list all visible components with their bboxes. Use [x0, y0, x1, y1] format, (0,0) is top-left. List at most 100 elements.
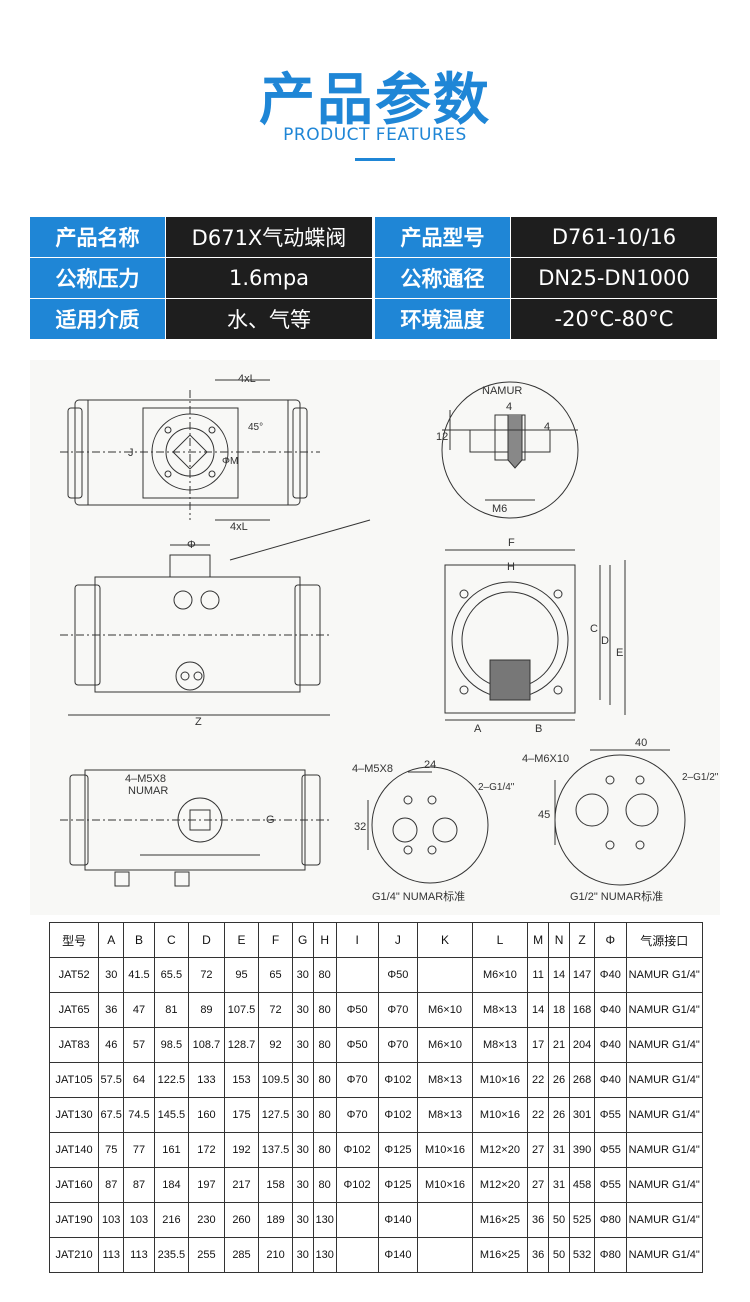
dim-45: 45	[538, 809, 550, 821]
table-cell: 87	[123, 1167, 155, 1203]
table-cell: 458	[568, 1167, 596, 1203]
table-cell: 103	[123, 1202, 155, 1238]
table-cell: 80	[312, 1132, 337, 1168]
table-cell: 30	[291, 992, 314, 1028]
table-cell: 210	[258, 1237, 293, 1273]
table-cell: 65	[258, 957, 293, 993]
g12-namur	[554, 749, 686, 886]
table-cell: 137.5	[258, 1132, 293, 1168]
spec-value: -20°C-80°C	[511, 299, 717, 339]
table-cell: 26	[548, 1062, 570, 1098]
column-header: H	[312, 922, 337, 958]
table-cell: 14	[548, 957, 570, 993]
dim-phi-m: ΦM	[222, 456, 238, 467]
spec-table: 产品名称 D671X气动蝶阀 产品型号 D761-10/16 公称压力 1.6m…	[30, 217, 717, 340]
namur-label: NAMUR	[482, 385, 522, 397]
table-cell: JAT52	[48, 957, 100, 993]
table-cell: 390	[568, 1132, 596, 1168]
table-cell: 27	[527, 1132, 550, 1168]
title-underline	[355, 158, 395, 161]
dim-g12: 2–G1/2"	[682, 772, 719, 783]
table-cell: Φ40	[594, 957, 627, 993]
column-header: I	[335, 922, 379, 958]
spec-value: 1.6mpa	[166, 258, 372, 298]
table-cell: Φ70	[335, 1062, 379, 1098]
table-cell: 216	[153, 1202, 190, 1238]
table-cell: Φ102	[377, 1097, 419, 1133]
table-cell: 197	[188, 1167, 225, 1203]
column-header: B	[123, 922, 155, 958]
table-cell: Φ70	[335, 1097, 379, 1133]
table-cell: Φ102	[377, 1062, 419, 1098]
dim-4xl-bottom: 4xL	[230, 521, 248, 533]
dim-g14: 2–G1/4"	[478, 782, 515, 793]
table-cell: Φ80	[594, 1202, 627, 1238]
table-cell: 108.7	[188, 1027, 225, 1063]
table-cell: 80	[312, 1097, 337, 1133]
table-cell: Φ70	[377, 1027, 419, 1063]
table-cell: 113	[98, 1237, 125, 1273]
column-header: J	[377, 922, 419, 958]
table-cell: 80	[312, 1167, 337, 1203]
table-cell: 192	[223, 1132, 260, 1168]
table-cell: 158	[258, 1167, 293, 1203]
table-cell: 21	[548, 1027, 570, 1063]
dim-24: 24	[424, 759, 436, 771]
table-cell: 18	[548, 992, 570, 1028]
table-cell: 47	[123, 992, 155, 1028]
table-cell: Φ55	[594, 1132, 627, 1168]
table-cell: NAMUR G1/4"	[625, 1237, 703, 1273]
table-cell: NAMUR G1/4"	[625, 957, 703, 993]
dim-4b: 4	[544, 421, 550, 433]
table-cell: M6×10	[417, 1027, 473, 1063]
table-cell: Φ50	[335, 1027, 379, 1063]
table-cell: M10×16	[417, 1132, 473, 1168]
table-cell: 17	[527, 1027, 550, 1063]
table-cell: 127.5	[258, 1097, 293, 1133]
table-cell: 175	[223, 1097, 260, 1133]
table-cell: 30	[291, 1097, 314, 1133]
table-cell: 109.5	[258, 1062, 293, 1098]
side-view	[444, 549, 626, 721]
table-cell: 189	[258, 1202, 293, 1238]
table-cell	[417, 1202, 473, 1238]
table-cell: NAMUR G1/4"	[625, 1097, 703, 1133]
table-cell: JAT105	[48, 1062, 100, 1098]
column-header: C	[153, 922, 190, 958]
column-header: 型号	[48, 922, 100, 958]
table-cell: 30	[291, 1202, 314, 1238]
dim-4: 4	[506, 401, 512, 413]
dim-45-degree: 45°	[248, 422, 263, 433]
table-cell	[417, 1237, 473, 1273]
table-cell: 107.5	[223, 992, 260, 1028]
table-cell: 122.5	[153, 1062, 190, 1098]
table-cell: 30	[291, 1167, 314, 1203]
table-cell: 145.5	[153, 1097, 190, 1133]
column-header: E	[223, 922, 260, 958]
table-cell: 50	[548, 1202, 570, 1238]
table-cell: 217	[223, 1167, 260, 1203]
table-cell: Φ50	[377, 957, 419, 993]
table-cell: 95	[223, 957, 260, 993]
table-cell: 30	[291, 1027, 314, 1063]
column-header: 气源接口	[625, 922, 703, 958]
dim-b: B	[535, 723, 542, 735]
table-cell: NAMUR G1/4"	[625, 1132, 703, 1168]
table-cell: 147	[568, 957, 596, 993]
spec-label: 适用介质	[30, 299, 165, 339]
table-cell: JAT65	[48, 992, 100, 1028]
table-cell: 14	[527, 992, 550, 1028]
table-cell: 130	[312, 1237, 337, 1273]
dim-z: Z	[195, 716, 202, 728]
table-cell: NAMUR G1/4"	[625, 1062, 703, 1098]
table-cell: 128.7	[223, 1027, 260, 1063]
dim-j: J	[128, 447, 134, 459]
table-cell: 22	[527, 1097, 550, 1133]
table-cell: 22	[527, 1062, 550, 1098]
